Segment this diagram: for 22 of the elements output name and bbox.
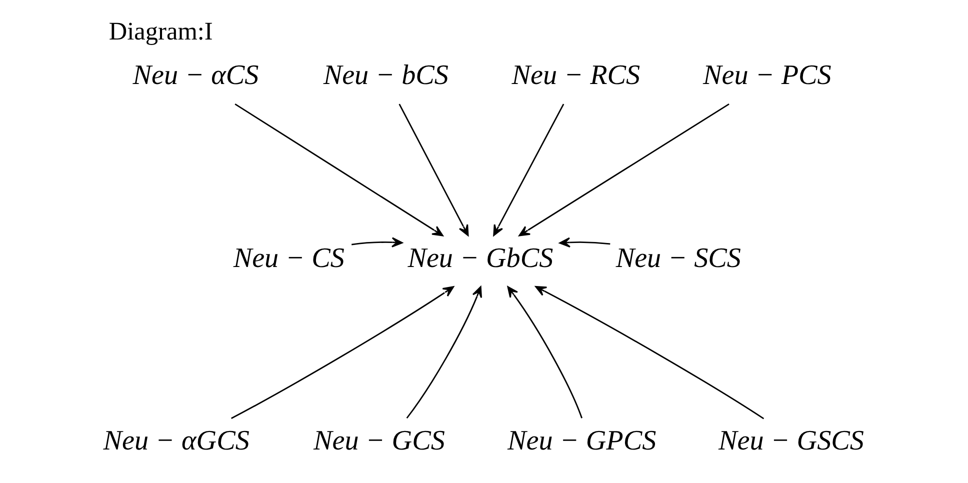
node-text: Neu − GSCS [718,426,864,457]
node-text: Neu − GbCS [408,242,554,274]
node-text: Neu − bCS [323,60,449,91]
arrow [535,286,764,420]
arrow [352,237,403,248]
node-text: Neu − αGCS [103,426,250,457]
node-text: Neu − SCS [616,242,742,274]
arrow [493,104,564,236]
diagram-title: Diagram:I [108,18,213,46]
node-text: Neu − RCS [512,60,640,91]
arrow [406,286,482,419]
node-text: Neu − GPCS [508,426,656,457]
arrow [234,103,444,236]
arrow [231,286,454,420]
node-text: Neu − GCS [313,426,445,457]
arrow [398,104,469,236]
arrow [507,286,582,418]
node-text: Neu − PCS [703,60,832,91]
node-text: Neu − CS [233,242,344,274]
node-text: Neu − αCS [132,60,259,91]
arrow [559,237,610,248]
arrow [518,103,730,236]
